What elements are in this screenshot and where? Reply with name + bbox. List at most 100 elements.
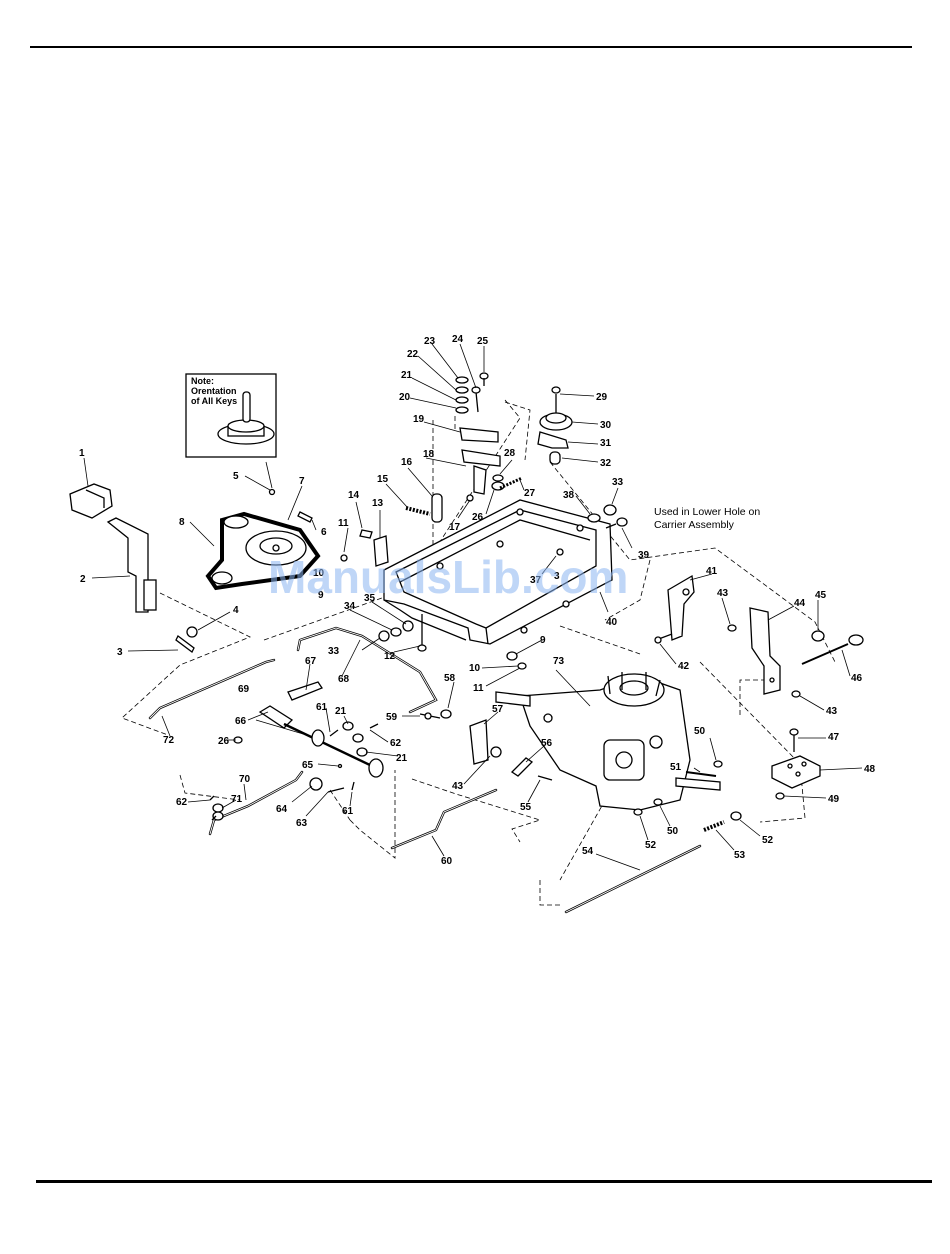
label-25: 25	[477, 336, 489, 347]
label-72: 72	[163, 735, 175, 746]
label-15: 15	[377, 474, 389, 485]
label-34: 34	[344, 601, 356, 612]
part-71-washer	[212, 803, 224, 813]
part-41-bracket	[667, 574, 695, 641]
top-rule	[30, 46, 912, 48]
part-61-pin-b	[351, 781, 355, 791]
part-43-nut-a	[727, 624, 737, 632]
label-52a: 52	[645, 840, 657, 851]
part-39-bolt	[616, 517, 628, 527]
part-18-idler-arm	[461, 449, 501, 467]
label-43a: 43	[717, 588, 729, 599]
label-59: 59	[386, 712, 398, 723]
label-21b: 21	[335, 706, 347, 717]
part-21-washer-c	[356, 747, 368, 757]
label-28: 28	[504, 448, 516, 459]
label-43c: 43	[826, 706, 838, 717]
label-13: 13	[372, 498, 384, 509]
part-16-spacer	[431, 493, 443, 523]
lower-hole-callout: Used in Lower Hole on Carrier Assembly	[654, 506, 760, 531]
part-60-rod	[390, 788, 498, 850]
label-17: 17	[449, 522, 461, 533]
label-67: 67	[305, 656, 317, 667]
part-22-washer	[455, 386, 469, 394]
part-54-rod	[564, 844, 702, 914]
label-44: 44	[794, 598, 806, 609]
callout-line-1: Used in Lower Hole on	[654, 506, 760, 518]
part-48-plate	[771, 755, 821, 789]
label-2: 2	[80, 574, 86, 585]
label-9b: 9	[540, 635, 546, 646]
label-46: 46	[851, 673, 863, 684]
label-55: 55	[520, 802, 532, 813]
label-29: 29	[596, 392, 608, 403]
label-1: 1	[79, 448, 85, 459]
part-70-rod	[208, 770, 304, 836]
part-28-bushing	[492, 474, 504, 482]
note-box: Note: Orentation of All Keys	[185, 373, 277, 458]
part-21-washer-a	[342, 721, 354, 731]
label-62b: 62	[176, 797, 188, 808]
part-55-bolt	[537, 775, 553, 781]
label-21c: 21	[396, 753, 408, 764]
label-69: 69	[238, 684, 250, 695]
label-21a: 21	[401, 370, 413, 381]
label-61b: 61	[342, 806, 354, 817]
label-65: 65	[302, 760, 314, 771]
part-40-carrier-frame	[383, 499, 613, 645]
part-50-nut-b	[653, 798, 663, 806]
part-17-nut	[466, 494, 474, 502]
part-15-spring	[405, 506, 431, 516]
label-40: 40	[606, 617, 618, 628]
part-61-pin	[329, 729, 339, 737]
part-66-shaft	[283, 722, 373, 768]
label-71: 71	[231, 794, 243, 805]
part-43-nut-b	[490, 746, 502, 758]
label-58: 58	[444, 673, 456, 684]
part-57-bracket	[469, 719, 489, 765]
label-49: 49	[828, 794, 840, 805]
label-22: 22	[407, 349, 419, 360]
label-53: 53	[734, 850, 746, 861]
part-69-grip	[258, 705, 294, 729]
part-26-nut	[491, 481, 505, 491]
part-35-bushing	[402, 620, 414, 632]
label-39: 39	[638, 550, 650, 561]
label-5: 5	[233, 471, 239, 482]
part-62-pin	[369, 723, 379, 729]
label-24: 24	[452, 334, 464, 345]
label-33a: 33	[612, 477, 624, 488]
label-8: 8	[179, 517, 185, 528]
part-4-nut	[186, 626, 198, 638]
part-72-rod	[148, 658, 276, 720]
label-16: 16	[401, 457, 413, 468]
label-42: 42	[678, 661, 690, 672]
part-1-lever-cap	[69, 483, 113, 519]
part-11-nut	[340, 554, 348, 562]
label-57: 57	[492, 704, 504, 715]
label-52b: 52	[762, 835, 774, 846]
label-7: 7	[299, 476, 305, 487]
part-58-nut	[440, 709, 452, 719]
label-64: 64	[276, 804, 288, 815]
part-52-nut-b	[730, 811, 742, 821]
label-11a: 11	[338, 518, 349, 529]
callout-line-2: Carrier Assembly	[654, 519, 735, 531]
label-6: 6	[321, 527, 327, 538]
part-73-transaxle	[495, 672, 721, 811]
label-50b: 50	[667, 826, 679, 837]
part-27-spring	[499, 476, 523, 490]
part-65-pin	[337, 763, 343, 769]
label-31: 31	[600, 438, 612, 449]
part-49-bolt	[775, 792, 785, 800]
part-68-rod	[296, 626, 438, 714]
part-56-link	[510, 757, 534, 777]
label-38: 38	[563, 490, 575, 501]
label-27: 27	[524, 488, 536, 499]
label-11b: 11	[473, 683, 484, 694]
part-5-key	[268, 488, 276, 496]
label-48: 48	[864, 764, 876, 775]
part-67-bracket	[287, 681, 323, 701]
part-20-washer	[455, 406, 469, 414]
note-line-3: of All Keys	[191, 396, 237, 406]
